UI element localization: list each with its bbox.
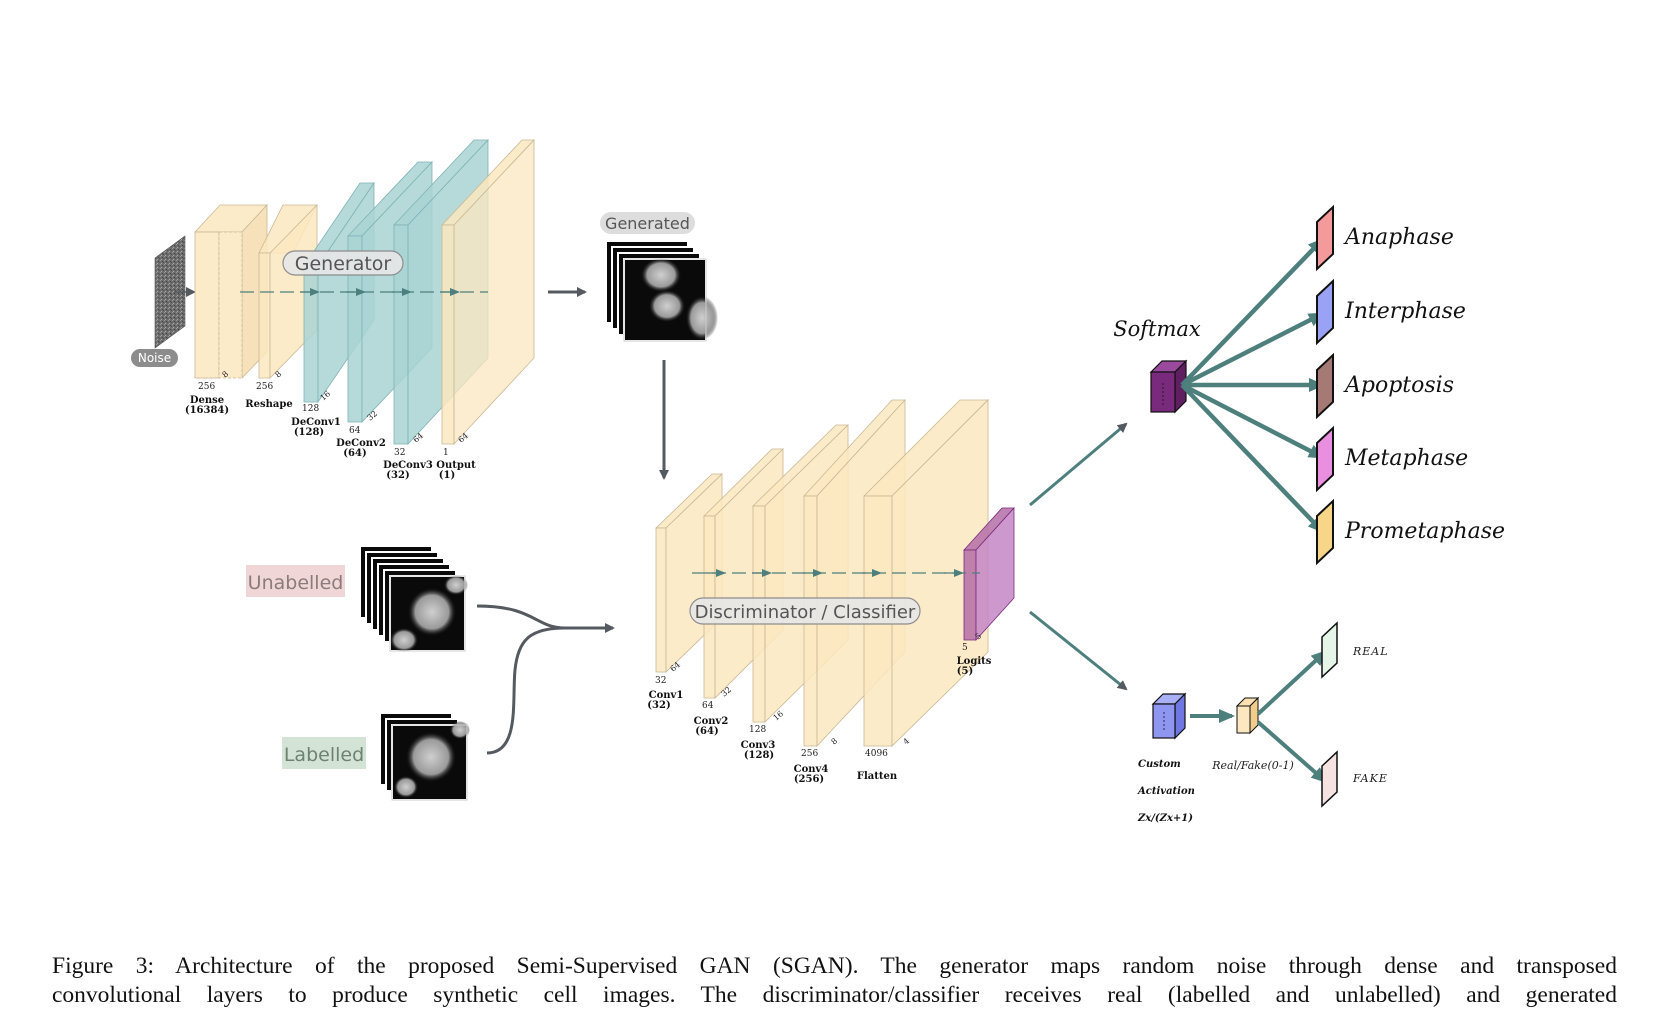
noise-patch [154,235,186,349]
class-metaphase-swatch [1316,425,1334,493]
custom-activation-line1: Custom [1138,759,1181,770]
generator-block: Noise [131,138,535,481]
disc-layer-logits-name: Logits [957,656,992,667]
gen-layer-output-name: Output [436,460,476,471]
caption-line-2: convolutional layers to produce syntheti… [52,982,1617,1008]
disc-dim-conv4-b: 8 [830,736,840,746]
discriminator-pill [689,597,921,625]
custom-activation-cube [1151,692,1187,740]
disc-layer-conv4-sub: (256) [794,774,824,785]
real-fake-cube [1235,696,1260,735]
disc-layer-conv3-sub: (128) [744,750,774,761]
custom-activation-line2: Activation [1137,786,1195,797]
labelled-flow [486,626,566,755]
class-apoptosis: Apoptosis [1316,352,1454,420]
disc-layer-logits-sub: (5) [957,666,973,677]
gen-layer-deconv1-sub: (128) [294,427,324,438]
custom-activation-line3: Zx/(Zx+1) [1137,813,1193,824]
discriminator-block: Discriminator / Classifier 32 64 64 32 1… [647,398,1015,785]
class-apoptosis-label: Apoptosis [1343,373,1454,398]
gen-layer-deconv3-sub: (32) [386,470,409,481]
figure-caption: Figure 3: Architecture of the proposed S… [52,952,1617,1010]
class-interphase-swatch [1316,278,1334,346]
disc-layer-conv2-name: Conv2 [694,716,729,727]
real-swatch [1321,621,1338,679]
class-prometaphase-label: Prometaphase [1344,519,1505,544]
gen-dim-dense-a: 256 [198,382,215,392]
gen-dim-reshape-b: 8 [274,369,284,379]
gen-dim-deconv1-a: 128 [302,404,319,414]
disc-layer-flatten-name: Flatten [857,771,898,782]
noise-label: Noise [138,351,171,365]
fake-swatch [1321,750,1338,808]
gen-layer-dense-name: Dense [190,395,224,406]
gen-dim-deconv2-a: 64 [349,426,361,436]
softmax-label: Softmax [1113,317,1201,341]
generated-pill [600,212,695,234]
labelled-block: Labelled [282,712,470,801]
gen-layer-deconv2-name: DeConv2 [336,438,386,449]
gen-dim-dense-b: 8 [221,369,231,379]
class-interphase: Interphase [1316,278,1466,346]
gen-layer-deconv3-name: DeConv3 [383,460,433,471]
unlabelled-flow [476,604,615,633]
generator-pill [282,250,404,276]
disc-dim-logits-b: 5 [974,631,984,641]
gen-layer-dense-sub: (16384) [185,405,229,416]
gen-dim-reshape-a: 256 [256,382,273,392]
gen-layer-output-sub: (1) [439,470,455,481]
disc-layer-conv3-name: Conv3 [741,740,776,751]
real-fake-label: Real/Fake(0-1) [1211,759,1294,772]
disc-dim-conv2-a: 64 [702,701,714,711]
disc-dim-conv1-a: 32 [655,676,666,686]
discriminator-label: Discriminator / Classifier [695,602,916,623]
gen-layer-deconv2-sub: (64) [343,448,366,459]
generated-image [641,258,718,340]
generator-label: Generator [295,253,392,275]
unlabelled-block: Unabelled [246,545,468,652]
class-interphase-label: Interphase [1344,299,1466,324]
disc-dim-flatten-a: 4096 [865,749,888,759]
real-fake-head: REAL FAKE Real/Fake(0-1) Custom Activati… [1137,621,1389,824]
disc-layer-conv2-sub: (64) [695,726,718,737]
disc-dim-flatten-b: 4 [902,736,912,746]
labelled-tag [282,737,366,769]
class-metaphase: Metaphase [1316,425,1468,493]
gen-dim-deconv3-a: 32 [394,448,405,458]
disc-dim-conv4-a: 256 [801,749,818,759]
disc-layer-conv1-sub: (32) [647,700,670,711]
class-prometaphase: Prometaphase [1316,498,1505,566]
arrow-to-custom-activation [1029,610,1128,691]
unlabelled-tag [246,565,345,597]
class-metaphase-label: Metaphase [1344,446,1468,471]
gen-dim-output-a: 1 [443,448,449,458]
unlabelled-label: Unabelled [248,572,344,594]
gen-layer-reshape-name: Reshape [245,399,292,410]
class-anaphase-swatch [1316,204,1334,272]
fake-label: FAKE [1352,772,1388,785]
class-apoptosis-swatch [1316,352,1334,420]
softmax-head: Softmax Anaphase Interphase Apoptosis [1113,204,1505,566]
gen-layer-deconv1-name: DeConv1 [291,417,341,428]
generated-label: Generated [605,214,690,233]
unlabelled-image [390,575,468,652]
noise-pill [131,349,178,367]
arrow-to-softmax [1029,422,1128,507]
class-prometaphase-swatch [1316,498,1334,566]
labelled-label: Labelled [284,744,364,766]
real-label: REAL [1352,645,1389,658]
class-anaphase-label: Anaphase [1343,225,1454,250]
sgan-architecture-figure: Noise [131,138,1505,824]
disc-layer-conv4-name: Conv4 [794,764,829,775]
generated-image-stack: Generated [600,212,718,342]
disc-layer-conv1-name: Conv1 [649,690,684,701]
disc-dim-conv3-a: 128 [749,725,766,735]
class-anaphase: Anaphase [1316,204,1454,272]
disc-dim-logits-a: 5 [962,643,968,653]
caption-line-1: Figure 3: Architecture of the proposed S… [52,953,1617,979]
